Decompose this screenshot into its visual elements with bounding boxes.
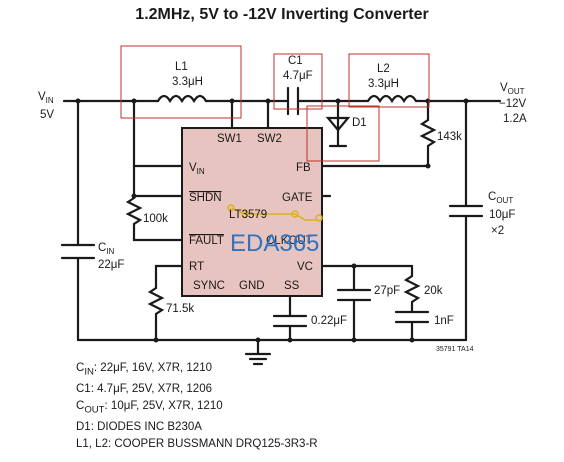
c-vc1-value: 27pF	[374, 285, 400, 297]
vin-value: 5V	[40, 109, 54, 121]
pin-shdn: SHDN	[189, 192, 222, 204]
r-pullup-value: 100k	[143, 213, 168, 225]
figure-id: 35791 TA14	[436, 346, 474, 353]
r-fb-value: 143k	[437, 131, 462, 143]
pin-gate: GATE	[282, 192, 313, 204]
vout-current: 1.2A	[503, 113, 527, 125]
resistor-100k	[125, 164, 184, 242]
note-line: L1, L2: COOPER BUSSMANN DRQ125-3R3-R	[76, 438, 318, 451]
highlight-l2	[348, 53, 430, 108]
c-vc2-value: 1nF	[434, 315, 454, 327]
pin-sw2: SW2	[257, 133, 282, 145]
l2-value: 3.3μH	[368, 78, 399, 90]
note-line: C1: 4.7μF, 25V, X7R, 1206	[76, 382, 212, 395]
resistor-143k	[320, 99, 437, 168]
inductor-l2	[366, 94, 418, 104]
r-vc-value: 20k	[424, 285, 443, 297]
watermark-logo: EDA365	[230, 230, 320, 257]
pin-fb: FB	[296, 162, 311, 174]
pin-sw1: SW1	[217, 133, 242, 145]
pin-vin: VIN	[189, 162, 205, 176]
inductor-l1	[156, 94, 208, 104]
highlight-c1	[273, 53, 323, 110]
component-notes: CIN: 22μF, 16V, X7R, 1210 C1: 4.7μF, 25V…	[76, 360, 318, 454]
cout-mult: ×2	[491, 225, 504, 237]
pin-rt: RT	[189, 261, 204, 273]
r-rt-value: 71.5k	[166, 303, 194, 315]
l2-name: L2	[377, 63, 390, 75]
note-line: COUT: 10μF, 25V, X7R, 1210	[76, 400, 223, 416]
highlight-d1	[306, 105, 380, 162]
diagram-title: 1.2MHz, 5V to -12V Inverting Converter	[135, 6, 429, 23]
pin-ss: SS	[284, 280, 300, 292]
pin-sync: SYNC	[193, 280, 225, 292]
vout-value: −12V	[499, 98, 527, 110]
vin-label: VIN	[38, 91, 54, 105]
c1-value: 4.7μF	[283, 70, 313, 82]
vout-label: VOUT	[500, 82, 525, 96]
l1-name: L1	[175, 61, 188, 73]
l1-value: 3.3μH	[172, 76, 203, 88]
note-line: CIN: 22μF, 16V, X7R, 1210	[76, 362, 212, 378]
pin-gnd: GND	[239, 280, 265, 292]
c-ss-value: 0.22μF	[311, 315, 347, 327]
note-line: D1: DIODES INC B230A	[76, 420, 202, 433]
cout-label: COUT	[488, 191, 513, 205]
ic-body	[181, 127, 323, 297]
pin-fault: FAULT	[189, 235, 224, 247]
highlight-l1	[120, 45, 242, 119]
ic-part-number: LT3579	[229, 209, 267, 221]
pin-clkout: CLKOUT	[266, 235, 313, 247]
cout-value: 10μF	[489, 209, 515, 221]
c1-name: C1	[288, 55, 303, 67]
d1-name: D1	[352, 117, 367, 129]
cin-label: CIN	[98, 242, 115, 256]
cin-value: 22μF	[98, 259, 124, 271]
pin-vc: VC	[297, 261, 313, 273]
